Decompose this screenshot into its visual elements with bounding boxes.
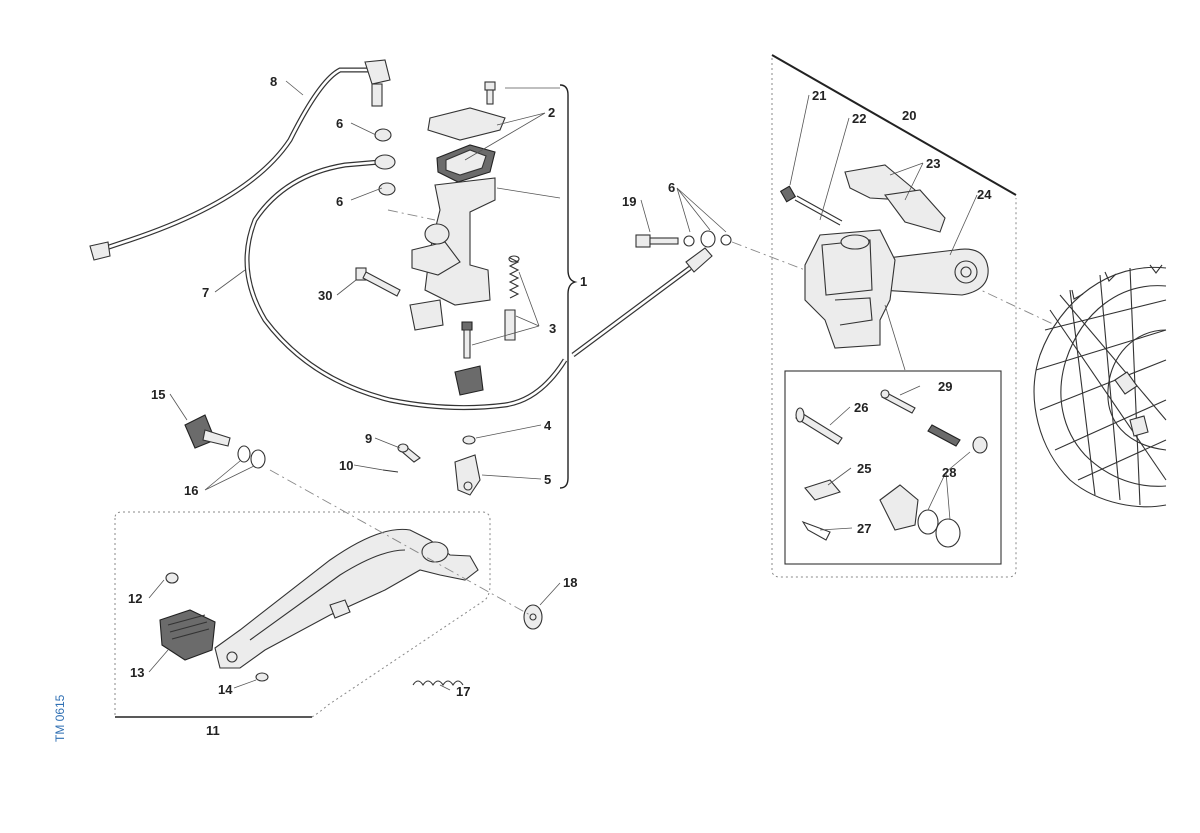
- brake-hose-loop: [244, 154, 568, 411]
- piston-seal-kit: [879, 424, 988, 548]
- tip-nut: [165, 572, 179, 584]
- master-cylinder: [409, 81, 506, 496]
- mounting-bolt: [355, 267, 401, 297]
- callout-20: 20: [902, 108, 916, 123]
- callout-27: 27: [857, 521, 871, 536]
- callout-6-upper: 6: [336, 116, 343, 131]
- bleed-screw: [880, 389, 916, 414]
- pad-pin-clip: [801, 520, 831, 541]
- callout-10: 10: [339, 458, 353, 473]
- callout-labels: 1 2 3 4 5 6 6 6 7 8 9 10 11 12 13 14 15 …: [128, 74, 992, 738]
- callout-26: 26: [854, 400, 868, 415]
- leader-lines: [148, 80, 978, 691]
- callout-6-banjo: 6: [668, 180, 675, 195]
- callout-30: 30: [318, 288, 332, 303]
- guide-pin: [795, 407, 843, 445]
- brake-pedal: [214, 528, 479, 669]
- callout-14: 14: [218, 682, 233, 697]
- callout-21: 21: [812, 88, 826, 103]
- pedal-tip: [159, 609, 216, 661]
- brake-hose-caliper: [571, 247, 713, 358]
- pedal-spring: [412, 680, 464, 687]
- callout-19: 19: [622, 194, 636, 209]
- caliper-body: [804, 229, 896, 349]
- callout-29: 29: [938, 379, 952, 394]
- caliper-group-outline: [771, 58, 1017, 578]
- callout-23: 23: [926, 156, 940, 171]
- callout-12: 12: [128, 591, 142, 606]
- callout-15: 15: [151, 387, 165, 402]
- callout-7: 7: [202, 285, 209, 300]
- callout-17: 17: [456, 684, 470, 699]
- callout-11: 11: [206, 723, 220, 738]
- banjo-bolt: [635, 230, 732, 248]
- caliper-group-bracket: [771, 54, 1017, 196]
- callout-8: 8: [270, 74, 277, 89]
- callout-28: 28: [942, 465, 956, 480]
- clevis-pin: [382, 443, 421, 473]
- callout-24: 24: [977, 187, 992, 202]
- tip-bolt: [255, 672, 269, 682]
- callout-2: 2: [548, 105, 555, 120]
- callout-13: 13: [130, 665, 144, 680]
- callout-1: 1: [580, 274, 587, 289]
- callout-16: 16: [184, 483, 198, 498]
- callout-6-lower: 6: [336, 194, 343, 209]
- brake-hose-master: [89, 59, 396, 261]
- pedal-washer: [523, 604, 543, 630]
- callout-5: 5: [544, 472, 551, 487]
- pivot-bolt: [184, 414, 266, 469]
- pad-spring: [804, 479, 841, 501]
- caliper-bracket: [869, 248, 989, 296]
- brake-disc: [1033, 264, 1167, 508]
- group-1-brace: [559, 84, 578, 489]
- brake-pads: [844, 164, 946, 233]
- callout-18: 18: [563, 575, 577, 590]
- caliper-kit-box: [784, 370, 1002, 565]
- callout-25: 25: [857, 461, 871, 476]
- return-spring: [504, 255, 520, 341]
- callout-9: 9: [365, 431, 372, 446]
- caliper-pin: [779, 185, 843, 226]
- callout-4: 4: [544, 418, 552, 433]
- drawing-code: TM 0615: [53, 694, 67, 742]
- callout-3: 3: [549, 321, 556, 336]
- callout-22: 22: [852, 111, 866, 126]
